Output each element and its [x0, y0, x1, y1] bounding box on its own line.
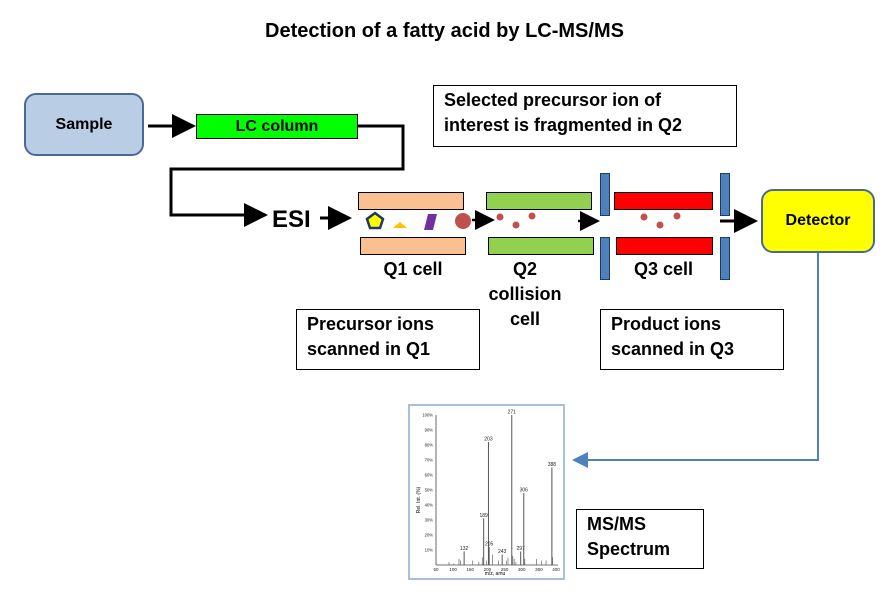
q2-label-line: Q2 — [512, 259, 537, 279]
y-tick-label: 100% — [422, 413, 433, 418]
x-tick-label: 50 — [433, 567, 439, 572]
q2-label-line: collision — [488, 284, 562, 304]
x-tick-label: 250 — [501, 567, 509, 572]
q3-cell-label: Q3 cell — [633, 259, 694, 279]
peak-label: 388 — [548, 462, 557, 468]
y-tick-label: 30% — [425, 518, 434, 523]
q1-upper-rod — [358, 192, 464, 210]
q3-lower-rod — [616, 237, 713, 255]
esi-label: ESI — [272, 206, 311, 233]
product-ion-icon — [673, 212, 681, 220]
q3-note-line: Product ions — [611, 314, 722, 334]
y-tick-label: 80% — [425, 443, 434, 448]
x-tick-label: 150 — [467, 567, 475, 572]
q3-note-box: Product ions scanned in Q3 — [600, 309, 784, 370]
q3-exit-lens-lower — [720, 237, 730, 280]
x-tick-label: 350 — [535, 567, 543, 572]
ion-triangle-icon — [393, 222, 407, 228]
q1-note-line: Precursor ions — [307, 314, 435, 334]
q2-note-box: Selected precursor ion of interest is fr… — [433, 85, 737, 147]
peak-label: 205 — [485, 542, 494, 548]
peak-label: 132 — [460, 546, 469, 552]
q1-note-box: Precursor ions scanned in Q1 — [296, 309, 480, 370]
q1-note-line: scanned in Q1 — [307, 339, 431, 359]
detector-node: Detector — [761, 189, 875, 253]
sample-node: Sample — [24, 93, 144, 156]
product-ion-icon — [640, 213, 648, 221]
q2-cell-label: Q2 collision cell — [480, 257, 570, 332]
ion-circle-icon — [455, 213, 471, 229]
y-tick-label: 90% — [425, 428, 434, 433]
q2-lower-rod — [488, 237, 594, 255]
q2-note-line: interest is fragmented in Q2 — [444, 115, 683, 135]
ms-spectrum-panel — [408, 404, 565, 580]
peak-label: 203 — [484, 437, 493, 443]
x-tick-label: 300 — [518, 567, 526, 572]
y-tick-label: 60% — [425, 473, 434, 478]
x-axis-label: m/z, amu — [485, 571, 506, 577]
y-tick-label: 70% — [425, 458, 434, 463]
lc-column-node: LC column — [196, 114, 358, 139]
x-tick-label: 200 — [484, 567, 492, 572]
arrow-detector-to-spectrum — [572, 253, 819, 468]
q1-lower-rod — [360, 237, 466, 255]
peak-label: 306 — [520, 488, 529, 494]
fragment-ion-icon — [528, 212, 536, 220]
peak-label: 243 — [498, 549, 507, 555]
q3-entrance-lens-lower — [600, 237, 610, 280]
product-ion-icon — [656, 221, 664, 229]
peak-label: 297 — [517, 546, 526, 552]
x-tick-label: 400 — [552, 567, 560, 572]
peak-label: 271 — [508, 410, 517, 416]
q3-note-line: scanned in Q3 — [611, 339, 735, 359]
y-tick-label: 50% — [425, 488, 434, 493]
ms-spectrum-chart: Rel. Int. (%) m/z, amu 50 100 150 200 250 300… — [416, 410, 560, 578]
y-tick-label: 40% — [425, 503, 434, 508]
q2-note-line: Selected precursor ion of — [444, 90, 662, 110]
fragment-ion-icon — [496, 213, 504, 221]
ion-parallelogram-icon — [424, 214, 437, 230]
q3-exit-lens-upper — [720, 173, 730, 216]
diagram-title: Detection of a fatty acid by LC-MS/MS — [265, 20, 624, 42]
q3-upper-rod — [614, 192, 713, 210]
q2-label-line: cell — [509, 309, 541, 329]
ion-pentagon-icon — [365, 211, 385, 230]
spectrum-note-line: Spectrum — [587, 539, 671, 559]
spectrum-note-line: MS/MS — [587, 514, 647, 534]
fragment-ion-icon — [512, 221, 520, 229]
q2-upper-rod — [486, 192, 592, 210]
peak-label: 189 — [479, 513, 488, 519]
y-tick-label: 10% — [425, 548, 434, 553]
arrow-lc-to-esi — [169, 124, 405, 227]
y-tick-label: 20% — [425, 533, 434, 538]
q3-entrance-lens-upper — [600, 173, 610, 216]
x-tick-label: 100 — [449, 567, 457, 572]
q1-cell-label: Q1 cell — [383, 259, 443, 279]
spectrum-note-box: MS/MS Spectrum — [576, 509, 704, 569]
y-axis-label: Rel. Int. (%) — [416, 486, 422, 513]
